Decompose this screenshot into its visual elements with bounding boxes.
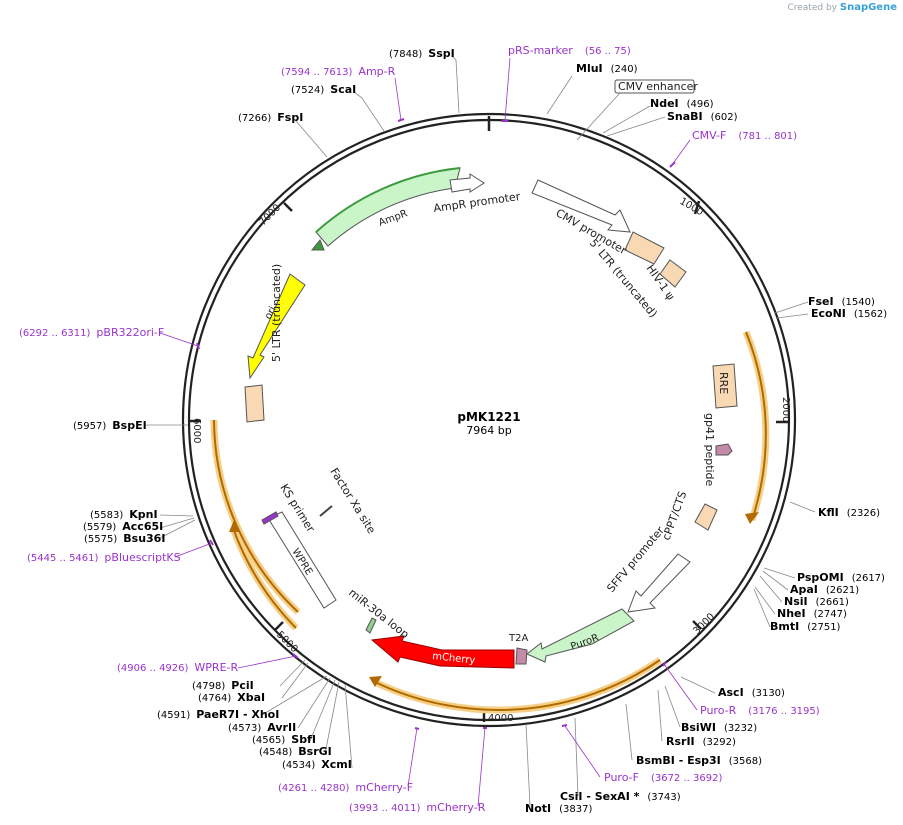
primer-pbr322ori-f: (6292 .. 6311)pBR322ori-F [19, 326, 164, 339]
primer-callout-lines [159, 57, 698, 807]
enzyme-bsiwi: BsiWI(3232) [681, 721, 757, 734]
enzyme-sbfi: (4565)SbfI [252, 733, 316, 746]
brand-prefix: Created by [787, 3, 837, 13]
primer-puro-f: Puro-F(3672 .. 3692) [604, 771, 722, 784]
enzyme-pcii: (4798)PciI [192, 679, 254, 692]
primer-mcherry-f: (4261 .. 4280)mCherry-F [278, 781, 413, 794]
primer-labels: pRS-marker(56 .. 75) (7594 .. 7613)Amp-R… [19, 44, 820, 814]
feature-label-ampr-promoter: AmpR promoter [433, 190, 522, 215]
feature-label-t2a: T2A [508, 633, 528, 644]
feature-label-cmv-enhancer: CMV enhancer [618, 80, 698, 93]
enzyme-nhei: NheI(2747) [777, 607, 847, 620]
feature-label-ori: ori [263, 305, 279, 322]
primer-cmv-f: CMV-F(781 .. 801) [692, 129, 797, 142]
cppt-box [694, 503, 718, 531]
feature-label-mir30a: miR-30a loop [346, 586, 411, 641]
puror-arrow [526, 608, 635, 663]
plasmid-length: 7964 bp [466, 424, 511, 437]
tick-label-2000: 2000 [780, 397, 791, 422]
enzyme-nsii: NsiI(2661) [784, 595, 849, 608]
snapgene-brand: Created by SnapGene [787, 2, 897, 13]
enzyme-snabi: SnaBI(602) [667, 110, 738, 123]
enzyme-rsrii: RsrII(3292) [666, 735, 736, 748]
factor-xa-mark [319, 505, 333, 517]
enzyme-xcmi: (4534)XcmI [282, 758, 352, 771]
feature-label-gp41: gp41 peptide [703, 413, 716, 487]
tick-label-4000: 4000 [488, 713, 513, 724]
ltr-5-left [244, 384, 265, 423]
tick-label-3000: 3000 [691, 611, 717, 637]
feature-shapes [244, 167, 738, 669]
enzyme-sspi: (7848)SspI [389, 47, 455, 60]
enzyme-fsei: FseI(1540) [808, 295, 875, 308]
primer-amp-r: (7594 .. 7613)Amp-R [281, 65, 396, 78]
enzyme-bspei: (5957)BspEI [73, 419, 147, 432]
enzyme-bmti: BmtI(2751) [770, 620, 841, 633]
enzyme-scai: (7524)ScaI [291, 83, 356, 96]
primer-mcherry-r: (3993 .. 4011)mCherry-R [349, 801, 486, 814]
enzyme-bsrgi: (4548)BsrGI [259, 745, 332, 758]
plasmid-name: pMK1221 [457, 410, 520, 424]
enzyme-bsu36i: (5575)Bsu36I [84, 532, 165, 545]
enzyme-apai: ApaI(2621) [790, 583, 859, 596]
mir30a-box [365, 617, 377, 634]
feature-label-5ltr-left: 5' LTR (truncated) [270, 264, 283, 362]
feature-label-rre: RRE [717, 372, 730, 394]
ks-primer-box [261, 511, 279, 525]
cmv-promoter-arrow [531, 179, 631, 233]
enzyme-csii-sexai: CsiI - SexAI *(3743) [560, 790, 681, 803]
t2a-box [515, 647, 528, 665]
snapgene-logo: SnapGene [839, 2, 897, 13]
enzyme-kpni: (5583)KpnI [90, 508, 158, 521]
tick-marks [188, 116, 790, 722]
ori-arrow [247, 273, 306, 380]
ampr-promoter-arrow [449, 173, 485, 193]
enzyme-kfli: KflI(2326) [818, 506, 880, 519]
gp41-arrow [715, 443, 733, 456]
enzyme-asci: AscI(3130) [718, 686, 785, 699]
enzyme-paer7i-xhoi: (4591)PaeR7I - XhoI [157, 708, 279, 721]
enzyme-noti: NotI(3837) [525, 802, 592, 815]
enzyme-callout-lines [146, 55, 816, 807]
enzyme-labels: (7848)SspI (7524)ScaI (7266)FspI (5957)B… [73, 47, 887, 815]
enzyme-bsmbi-esp3i: BsmBI - Esp3I(3568) [636, 754, 762, 767]
enzyme-pspomi: PspOMI(2617) [797, 571, 885, 584]
enzyme-ndei: NdeI(496) [650, 97, 714, 110]
enzyme-econi: EcoNI(1562) [811, 307, 887, 320]
ltr-5-right [624, 231, 665, 265]
primer-prs-marker: pRS-marker(56 .. 75) [508, 44, 631, 57]
enzyme-avrii: (4573)AvrII [228, 721, 296, 734]
feature-label-ampr: AmpR [377, 208, 409, 229]
hiv-psi-box [659, 259, 687, 288]
primer-puro-r: Puro-R(3176 .. 3195) [700, 704, 820, 717]
feature-label-factor-xa: Factor Xa site [327, 466, 378, 537]
primer-pbluescriptks: (5445 .. 5461)pBluescriptKS [27, 551, 181, 564]
enzyme-acc65i: (5579)Acc65I [83, 520, 163, 533]
enzyme-fspi: (7266)FspI [238, 111, 303, 124]
rre-box [712, 363, 738, 409]
tick-label-6000: 6000 [191, 418, 202, 443]
enzyme-xbai: (4764)XbaI [198, 691, 265, 704]
enzyme-mlui: MluI(240) [576, 62, 638, 75]
orange-arcs [210, 330, 770, 714]
primer-wpre-r: (4906 .. 4926)WPRE-R [117, 661, 238, 674]
sffv-arrow [627, 553, 691, 613]
mcherry-arrow [370, 635, 515, 669]
cmv-enhancer-callout: CMV enhancer [614, 79, 698, 94]
feature-label-mcherry: mCherry [432, 651, 476, 666]
